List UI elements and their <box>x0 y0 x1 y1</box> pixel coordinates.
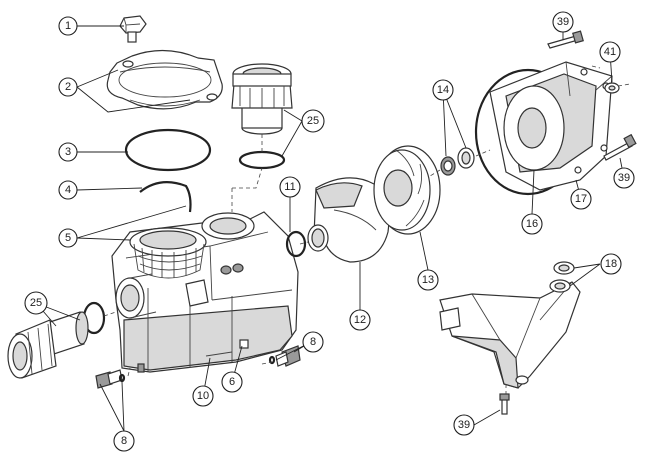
callout-6: 6 <box>221 371 243 393</box>
part-1-lid-knob <box>119 15 147 43</box>
part-16-seal-plate <box>474 61 613 196</box>
assembly-axes <box>103 65 631 394</box>
callout-17: 17 <box>570 188 592 210</box>
callout-1: 1 <box>58 16 78 36</box>
callout-2-label: 2 <box>65 81 71 93</box>
part-12-diffuser <box>307 177 390 263</box>
callout-39-side: 39 <box>613 167 635 189</box>
callout-8-left: 8 <box>113 430 135 452</box>
callout-39-side-label: 39 <box>618 172 630 184</box>
callout-2: 2 <box>58 77 78 97</box>
callout-12: 12 <box>349 309 371 331</box>
part-25-union-inlet <box>7 301 106 379</box>
part-13-impeller <box>373 145 441 235</box>
callout-41: 41 <box>599 41 621 63</box>
part-18-motor-support <box>439 261 581 389</box>
callout-8-right: 8 <box>302 331 324 353</box>
part-14-mechanical-seal <box>440 147 475 176</box>
callout-25-top-label: 25 <box>307 115 319 127</box>
callout-3: 3 <box>58 142 78 162</box>
callout-3-label: 3 <box>65 146 71 158</box>
callout-39-bracket: 39 <box>453 414 475 436</box>
part-11-diffuser-o-ring <box>285 230 307 258</box>
part-25-union-top <box>231 63 293 170</box>
part-41-washer <box>604 82 620 94</box>
callout-25-top: 25 <box>301 109 325 133</box>
callout-10-label: 10 <box>197 390 209 402</box>
callout-39-bracket-label: 39 <box>458 419 470 431</box>
callout-39-top-label: 39 <box>557 16 569 28</box>
callout-18-label: 18 <box>605 258 617 270</box>
callout-13: 13 <box>417 269 439 291</box>
callout-16-label: 16 <box>526 218 538 230</box>
part-3-lid-o-ring <box>124 128 212 172</box>
callout-18: 18 <box>600 253 622 275</box>
part-4-retaining-clip <box>139 181 192 213</box>
part-39-bolt-side <box>603 133 637 161</box>
callout-10: 10 <box>192 385 214 407</box>
callout-25-inlet-label: 25 <box>30 297 42 309</box>
callout-41-label: 41 <box>604 46 616 58</box>
callout-4: 4 <box>58 180 78 200</box>
callout-6-label: 6 <box>229 376 235 388</box>
callout-14: 14 <box>432 79 454 101</box>
callout-39-top: 39 <box>552 11 574 33</box>
callout-4-label: 4 <box>65 184 71 196</box>
callout-25-inlet: 25 <box>24 291 48 315</box>
part-8-drain-plug-left <box>95 369 126 389</box>
callout-13-label: 13 <box>422 274 434 286</box>
callout-5-label: 5 <box>65 232 71 244</box>
part-39-bolt-bracket <box>499 393 510 415</box>
part-2-strainer-lid <box>106 49 223 110</box>
callout-8-left-label: 8 <box>121 435 127 447</box>
callout-17-label: 17 <box>575 193 587 205</box>
callout-16: 16 <box>521 213 543 235</box>
callout-5: 5 <box>58 228 78 248</box>
callout-11: 11 <box>279 176 301 198</box>
callout-1-label: 1 <box>65 20 71 32</box>
callout-14-label: 14 <box>437 84 449 96</box>
pump-housing <box>111 211 299 373</box>
callout-12-label: 12 <box>354 314 366 326</box>
part-39-bolt-top <box>547 30 584 49</box>
callout-11-label: 11 <box>284 181 295 193</box>
callout-8-right-label: 8 <box>310 336 316 348</box>
